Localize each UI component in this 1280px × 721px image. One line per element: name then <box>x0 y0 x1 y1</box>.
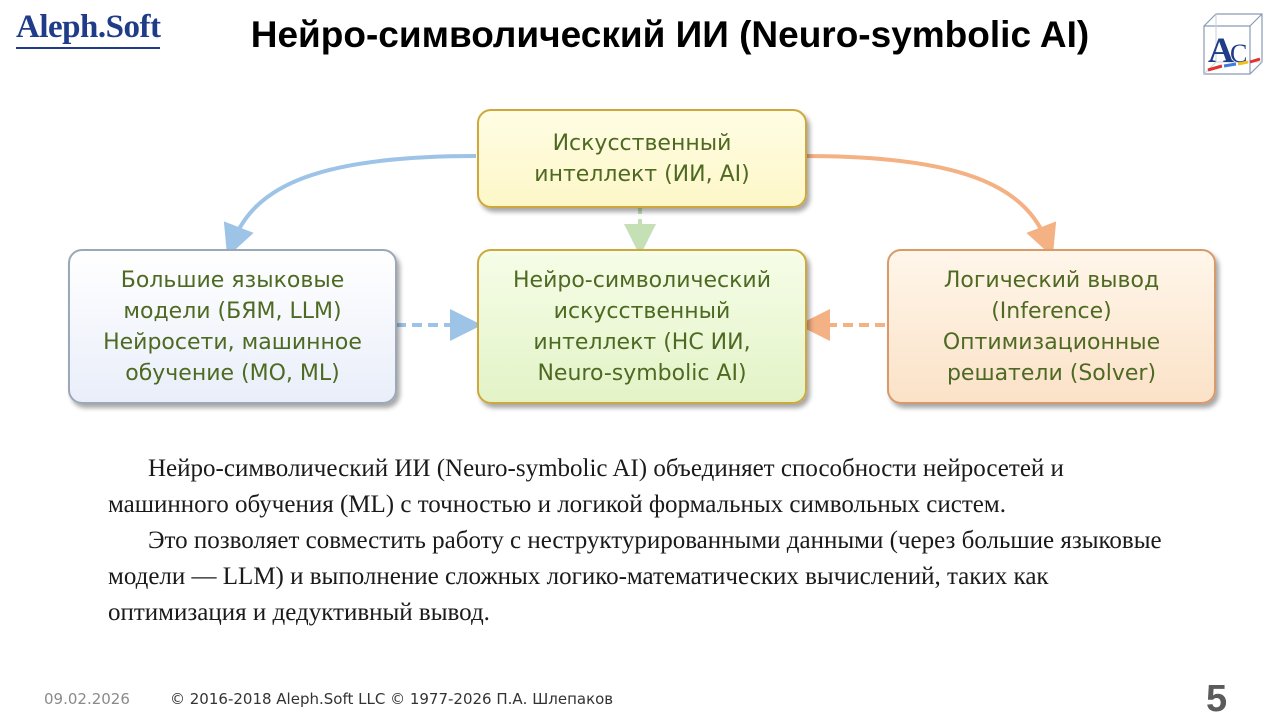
svg-text:C: C <box>1230 39 1247 68</box>
footer-date: 09.02.2026 <box>44 690 130 708</box>
slide-title: Нейро-символический ИИ (Neuro-symbolic A… <box>250 14 1090 55</box>
body-text: Нейро-символический ИИ (Neuro-symbolic A… <box>108 451 1188 631</box>
arrow-ai-to-llm <box>223 154 477 257</box>
node-artificial-intelligence: Искусственный интеллект (ИИ, AI) <box>477 109 807 208</box>
cube-logo-icon: A C <box>1203 13 1263 75</box>
body-paragraph-1: Нейро-символический ИИ (Neuro-symbolic A… <box>108 455 1064 518</box>
node-line: обучение (МО, ML) <box>125 360 340 386</box>
node-line: интеллект (НС ИИ, <box>533 329 751 355</box>
node-line: модели (БЯМ, LLM) <box>123 298 342 324</box>
svg-text:A: A <box>1208 30 1234 70</box>
node-line: искусственный <box>553 298 731 324</box>
node-llm-ml: Большие языковые модели (БЯМ, LLM) Нейро… <box>68 249 397 404</box>
arrow-ai-to-logic <box>803 154 1057 257</box>
footer-copyright: © 2016-2018 Aleph.Soft LLC © 1977-2026 П… <box>170 690 614 708</box>
page-number: 5 <box>1206 678 1228 720</box>
node-line: Нейросети, машинное <box>103 329 362 355</box>
node-line: Искусственный <box>552 130 732 156</box>
node-line: Neuro-symbolic AI) <box>537 360 747 386</box>
node-line: интеллект (ИИ, AI) <box>534 161 750 187</box>
node-line: решатели (Solver) <box>946 360 1157 386</box>
node-line: Большие языковые <box>120 267 345 293</box>
aleph-soft-logo: Aleph.Soft <box>16 8 161 49</box>
node-neuro-symbolic-ai: Нейро-символический искусственный интелл… <box>477 249 807 404</box>
node-logic-inference-solver: Логический вывод (Inference) Оптимизацио… <box>887 249 1216 404</box>
node-line: Логический вывод <box>943 267 1160 293</box>
node-line: Нейро-символический <box>512 267 772 293</box>
node-line: Оптимизационные <box>942 329 1161 355</box>
node-line: (Inference) <box>991 298 1112 324</box>
body-paragraph-2: Это позволяет совместить работу с нестру… <box>108 527 1162 626</box>
